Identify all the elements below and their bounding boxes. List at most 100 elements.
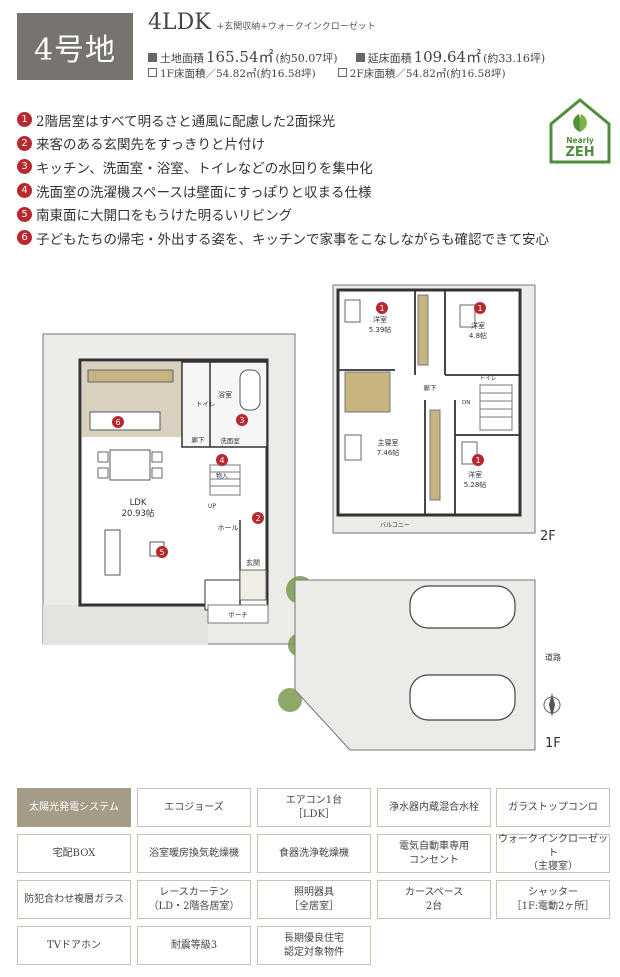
feature-text: 洗面室の洗濯機スペースは壁面にすっぽりと収まる仕様 bbox=[36, 184, 372, 201]
room-master-size: 7.46帖 bbox=[377, 448, 400, 457]
marker-1: 1 bbox=[475, 456, 480, 465]
leaf-icon bbox=[573, 114, 587, 132]
room-storage: 物入 bbox=[216, 472, 228, 480]
zeh-line1: Nearly bbox=[566, 136, 594, 145]
room-toilet: トイレ bbox=[196, 400, 216, 408]
amenity-cell: 食器洗浄乾燥機 bbox=[257, 834, 371, 873]
amenity-cell: エアコン1台 ［LDK］ bbox=[257, 788, 371, 827]
land-area-tsubo: (約50.07坪) bbox=[275, 52, 338, 65]
room-hall: ホール bbox=[218, 524, 239, 532]
feature-text: 2階居室はすべて明るさと通風に配慮した2面採光 bbox=[36, 113, 336, 130]
amenity-label: 浄水器内蔵混合水栓 bbox=[389, 801, 479, 813]
amenity-label: エコジョーズ bbox=[164, 801, 224, 813]
amenity-cell: 長期優良住宅 認定対象物件 bbox=[257, 926, 371, 965]
amenity-label: レースカーテン （LD・2階各居室） bbox=[148, 887, 240, 912]
feature-text: 南東面に大開口をもうけた明るいリビング bbox=[36, 208, 293, 225]
parked-cars bbox=[409, 585, 516, 721]
room-bath: 浴室 bbox=[218, 390, 232, 399]
amenity-label: ガラストップコンロ bbox=[508, 801, 598, 813]
feature-number: 4 bbox=[17, 183, 32, 199]
amenity-cell: ガラストップコンロ bbox=[496, 788, 610, 827]
amenity-cell: エコジョーズ bbox=[137, 788, 251, 827]
feature-number: 5 bbox=[17, 206, 32, 222]
filled-square-icon bbox=[148, 53, 157, 62]
amenity-label: TVドアホン bbox=[47, 939, 101, 951]
amenity-cell: 浄水器内蔵混合水栓 bbox=[377, 788, 491, 827]
amenity-cell: 浴室暖房換気乾燥機 bbox=[137, 834, 251, 873]
amenity-cell: レースカーテン （LD・2階各居室） bbox=[137, 880, 251, 919]
room-corridor-2f: 廊下 bbox=[424, 383, 438, 392]
marker-2: 2 bbox=[255, 514, 260, 523]
room-ldk-size: 20.93帖 bbox=[122, 508, 155, 519]
amenity-label: 食器洗浄乾燥機 bbox=[279, 847, 349, 859]
layout-extras: +玄関収納+ウォークインクローゼット bbox=[216, 22, 376, 32]
floor-area-value: 109.64㎡ bbox=[413, 48, 482, 66]
first-floor-area: 1F床面積／54.82㎡(約16.58坪) bbox=[160, 68, 316, 80]
nearly-zeh-badge: Nearly ZEH bbox=[549, 98, 611, 164]
floor-plan-drawing: LDK 20.93帖 浴室 トイレ 洗面室 廊下 ホール 玄関 ポーチ 物入 U… bbox=[42, 284, 561, 751]
room-west2-size: 4.8帖 bbox=[469, 331, 487, 340]
marker-1: 1 bbox=[477, 304, 482, 313]
filled-square-icon bbox=[355, 53, 365, 62]
open-square-icon bbox=[148, 68, 157, 77]
amenity-label: エアコン1台 ［LDK］ bbox=[285, 795, 343, 820]
amenity-cell: 宅配BOX bbox=[17, 834, 131, 873]
floor-area-tsubo: (約33.16坪) bbox=[483, 52, 546, 65]
amenity-label: 太陽光発電システム bbox=[29, 801, 119, 813]
room-porch: ポーチ bbox=[228, 611, 248, 619]
road-label: 道路 bbox=[545, 652, 561, 662]
stairs-up: UP bbox=[208, 503, 216, 510]
feature-text: 来客のある玄関先をすっきりと片付け bbox=[36, 137, 265, 154]
room-corridor: 廊下 bbox=[192, 435, 206, 444]
amenity-label: シャッター ［1F:電動2ヶ所］ bbox=[511, 887, 595, 912]
amenity-label: カースペース 2台 bbox=[404, 887, 464, 912]
lot-number-badge: 4号地 bbox=[17, 13, 133, 80]
amenity-cell: 太陽光発電システム bbox=[17, 788, 131, 827]
marker-1: 1 bbox=[379, 304, 384, 313]
plan-title: 4LDK +玄関収納+ウォークインクローゼット bbox=[148, 10, 376, 35]
floor-plan-2f: 洋室 5.39帖 洋室 4.8帖 主寝室 7.46帖 洋室 5.28帖 廊下 バ… bbox=[332, 284, 556, 544]
stairs-down: DN bbox=[462, 400, 470, 406]
marker-3: 3 bbox=[239, 416, 244, 425]
land-area-value: 165.54㎡ bbox=[206, 48, 274, 66]
room-ldk: LDK bbox=[130, 498, 147, 508]
feature-number: 1 bbox=[17, 112, 32, 128]
marker-5: 5 bbox=[159, 548, 164, 557]
room-balcony: バルコニー bbox=[380, 522, 410, 529]
amenity-label: 防犯合わせ複層ガラス bbox=[24, 893, 124, 905]
marker-6: 6 bbox=[115, 418, 120, 427]
amenity-cell: ウォークインクローゼット （主寝室） bbox=[496, 834, 610, 873]
layout-type: 4LDK bbox=[148, 10, 211, 35]
amenity-cell: シャッター ［1F:電動2ヶ所］ bbox=[496, 880, 610, 919]
amenity-cell: カースペース 2台 bbox=[377, 880, 491, 919]
room-washroom: 洗面室 bbox=[220, 436, 240, 445]
amenity-cell: 耐震等級3 bbox=[137, 926, 251, 965]
area-row-totals: 土地面積 165.54㎡ (約50.07坪) 延床面積 109.64㎡ (約33… bbox=[148, 46, 545, 67]
amenity-cell: TVドアホン bbox=[17, 926, 131, 965]
room-toilet-2f: トイレ bbox=[480, 376, 497, 382]
amenity-cell: 防犯合わせ複層ガラス bbox=[17, 880, 131, 919]
marker-4: 4 bbox=[219, 456, 224, 465]
amenity-label: 照明器具 ［全居室］ bbox=[289, 887, 339, 912]
amenity-label: 長期優良住宅 認定対象物件 bbox=[284, 933, 344, 958]
amenity-cell: 照明器具 ［全居室］ bbox=[257, 880, 371, 919]
feature-number: 3 bbox=[17, 159, 32, 175]
land-area-label: 土地面積 bbox=[160, 52, 204, 65]
room-west1: 洋室 bbox=[373, 315, 387, 324]
area-row-floors: 1F床面積／54.82㎡(約16.58坪) 2F床面積／54.82㎡(約16.5… bbox=[148, 66, 506, 81]
amenity-label: 電気自動車専用 コンセント bbox=[399, 841, 469, 866]
amenity-label: ウォークインクローゼット （主寝室） bbox=[498, 834, 608, 873]
room-master: 主寝室 bbox=[378, 438, 399, 447]
amenity-label: 宅配BOX bbox=[52, 847, 96, 859]
feature-number: 6 bbox=[17, 230, 32, 246]
compass-icon bbox=[543, 693, 561, 717]
zeh-line2: ZEH bbox=[565, 145, 594, 160]
room-west2: 洋室 bbox=[471, 321, 485, 330]
room-west3-size: 5.28帖 bbox=[464, 480, 487, 489]
